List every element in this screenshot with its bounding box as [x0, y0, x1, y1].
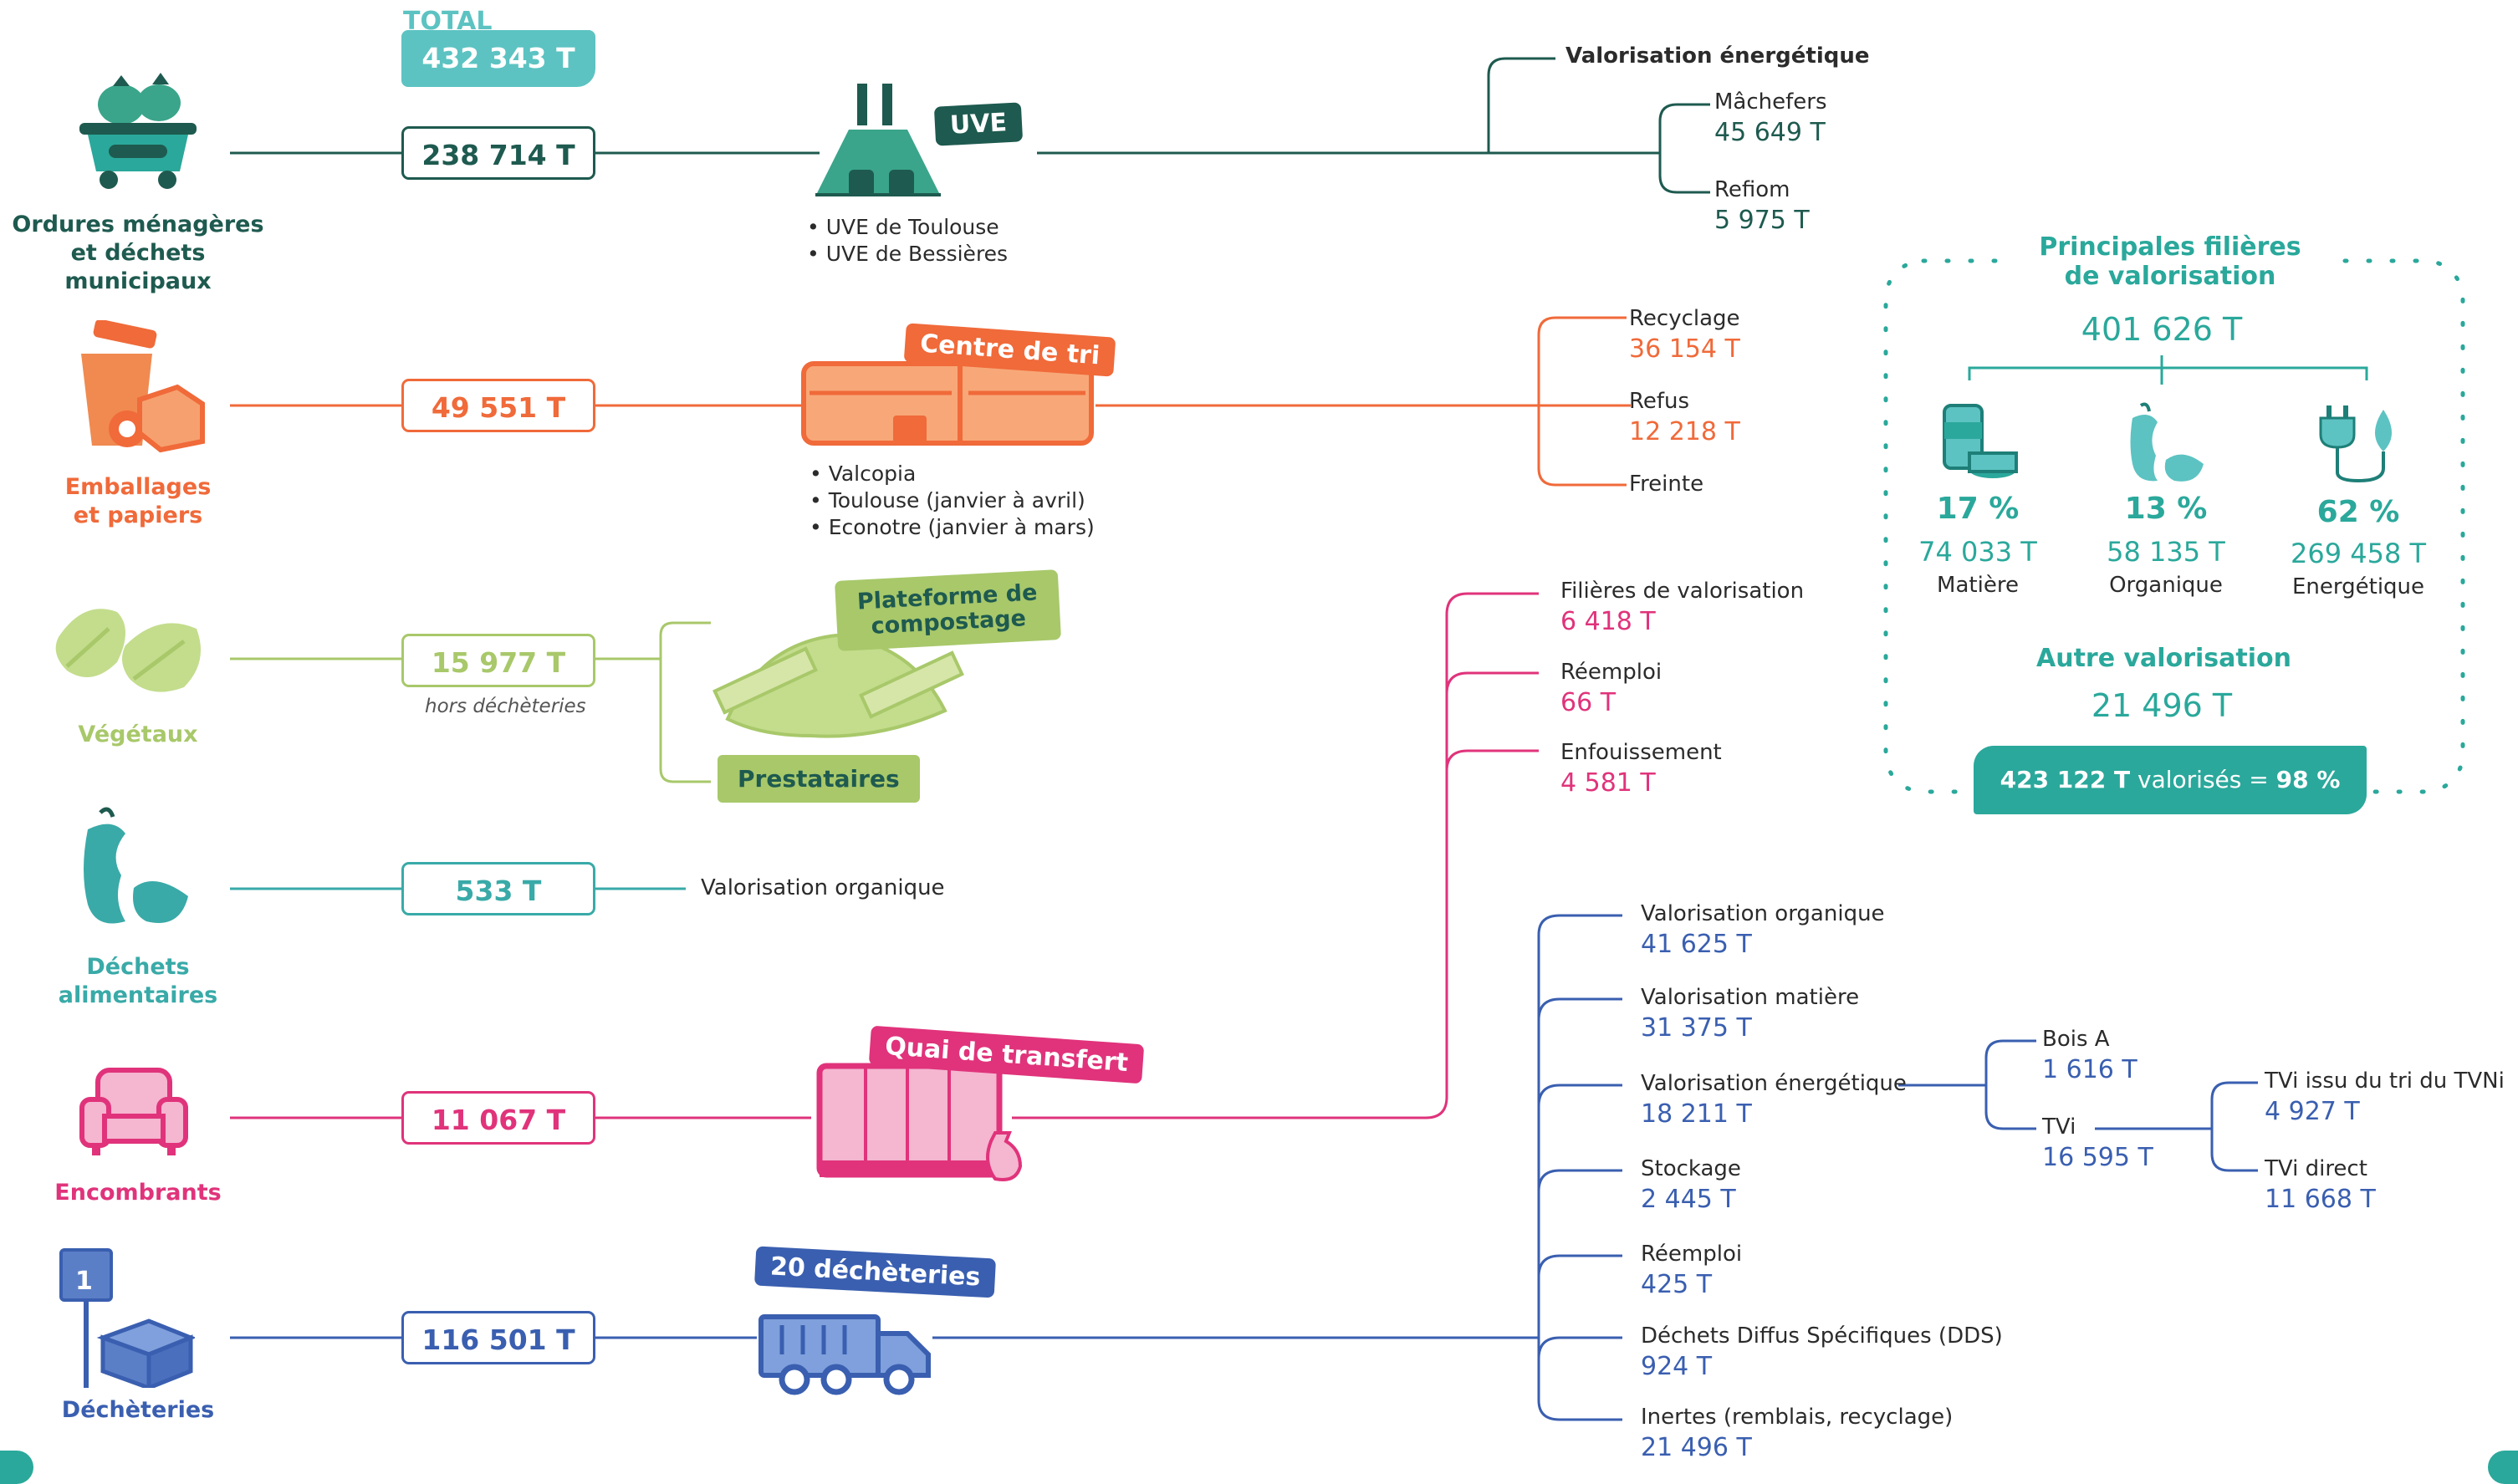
uve-energy-label: Valorisation énergétique: [1565, 43, 1870, 69]
food-tonnage-box: 533 T: [401, 862, 595, 915]
uve-tag: UVE: [933, 102, 1024, 146]
tri-output-recyclage: Recyclage 36 154 T: [1629, 306, 1740, 364]
summary-footer: 423 122 T valorisés = 98 %: [1974, 746, 2367, 814]
stream-food-label: Déchets alimentaires: [58, 954, 218, 1008]
stream-om-label: Ordures ménagères et déchets municipaux: [12, 212, 264, 294]
stream-dech-label: Déchèteries: [61, 1397, 215, 1423]
sorting-center-icon: [801, 361, 1094, 446]
compost-pile-icon: [712, 633, 964, 738]
cans-icon: [1943, 404, 2018, 478]
plug-leaf-icon: [2319, 405, 2392, 483]
summary-item-organique: 13 % 58 135 T Organique: [2107, 492, 2225, 598]
summary-item-matiere: 17 % 74 033 T Matière: [1918, 492, 2037, 598]
summary-other-title: Autre valorisation: [2036, 644, 2291, 673]
transfer-dock-icon: [816, 1063, 1023, 1181]
om-tonnage-box: 238 714 T: [401, 126, 595, 180]
corner-accent-left: [0, 1451, 33, 1484]
summary-title: Principales filières de valorisation: [2011, 232, 2329, 291]
total-value: 432 343 T: [421, 42, 575, 74]
quai-output-filieres: Filières de valorisation 6 418 T: [1560, 579, 1805, 636]
tri-output-freinte: Freinte: [1629, 472, 1704, 497]
stream-enc-label: Encombrants: [54, 1180, 222, 1206]
incinerator-icon: [815, 84, 941, 196]
corner-accent-right: [2488, 1451, 2518, 1484]
bin-icon: [79, 73, 197, 189]
enc-tonnage-box: 11 067 T: [401, 1091, 595, 1145]
leaf-icon: [55, 609, 201, 692]
truck-icon: [758, 1314, 931, 1395]
uve-sites: • UVE de Toulouse • UVE de Bessières: [807, 215, 1009, 266]
stream-emb-label: Emballages et papiers: [64, 474, 212, 528]
veg-note: hors déchèteries: [425, 696, 586, 717]
uve-output-refiom: Refiom 5 975 T: [1714, 177, 1810, 235]
total-box: 432 343 T: [401, 30, 595, 87]
summary-total: 401 626 T: [2081, 311, 2243, 348]
sign-number: 1: [75, 1267, 93, 1296]
tri-output-refus: Refus 12 218 T: [1629, 389, 1740, 446]
armchair-icon: [79, 1068, 188, 1155]
quai-output-enfouissement: Enfouissement 4 581 T: [1560, 740, 1722, 798]
tri-sites: • Valcopia • Toulouse (janvier à avril) …: [810, 462, 1095, 539]
uve-output-machefers: Mâchefers 45 649 T: [1714, 89, 1827, 147]
dech-tonnage-box: 116 501 T: [401, 1311, 595, 1364]
summary-item-energetique: 62 % 269 458 T Energétique: [2290, 495, 2427, 599]
prestataires-tag: Prestataires: [718, 755, 920, 803]
emb-tonnage-box: 49 551 T: [401, 379, 595, 432]
summary-other-value: 21 496 T: [2091, 687, 2233, 724]
stream-veg-label: Végétaux: [78, 722, 198, 747]
dech-output-5: Déchets Diffus Spécifiques (DDS)924 T: [1641, 1323, 2003, 1381]
veg-tonnage-box: 15 977 T: [401, 634, 595, 687]
box-sign-icon: [59, 1248, 195, 1388]
compost-icon: [2130, 402, 2204, 482]
apple-core-icon: [84, 807, 188, 924]
dech-output-6: Inertes (remblais, recyclage)21 496 T: [1641, 1405, 1954, 1462]
recycling-bin-icon: [81, 320, 205, 453]
quai-output-reemploi: Réemploi 66 T: [1560, 660, 1662, 717]
compost-tag: Plateforme de compostage: [834, 569, 1062, 651]
food-destination: Valorisation organique: [701, 875, 945, 900]
